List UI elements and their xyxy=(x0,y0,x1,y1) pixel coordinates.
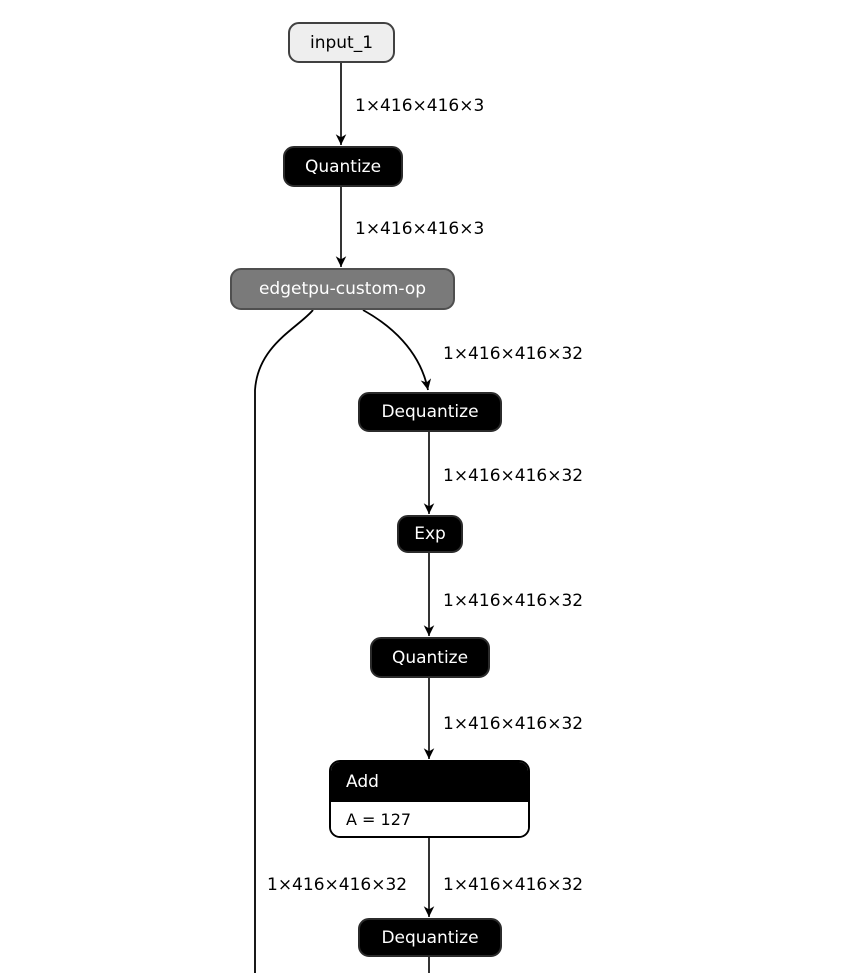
node-add[interactable]: Add A = 127 xyxy=(329,760,530,838)
node-add-attribute-text: A = 127 xyxy=(346,809,412,829)
edge-label-quantize2-to-add[interactable]: 1×416×416×32 xyxy=(443,714,584,734)
node-dequantize-1-label: Dequantize xyxy=(381,402,479,422)
edge-label-edgetpu-bypass[interactable]: 1×416×416×32 xyxy=(267,875,408,895)
node-exp[interactable]: Exp xyxy=(397,515,463,553)
node-exp-label: Exp xyxy=(414,524,446,544)
node-input-1[interactable]: input_1 xyxy=(288,22,395,63)
node-quantize-2[interactable]: Quantize xyxy=(370,637,490,678)
node-edgetpu-custom-op-label: edgetpu-custom-op xyxy=(258,279,427,299)
edge-label-edgetpu-to-dequantize[interactable]: 1×416×416×32 xyxy=(443,344,584,364)
node-dequantize-2-label: Dequantize xyxy=(381,927,479,948)
node-edgetpu-custom-op[interactable]: edgetpu-custom-op xyxy=(230,268,455,310)
node-dequantize-1[interactable]: Dequantize xyxy=(358,392,502,432)
node-input-1-label: input_1 xyxy=(309,32,374,53)
edge-label-input-to-quantize[interactable]: 1×416×416×3 xyxy=(355,96,485,116)
edge-edgetpu-to-dequantize xyxy=(362,309,432,391)
node-add-label: Add xyxy=(346,772,379,792)
node-dequantize-2[interactable]: Dequantize xyxy=(358,918,502,957)
node-quantize-1[interactable]: Quantize xyxy=(283,146,403,187)
node-quantize-1-label: Quantize xyxy=(304,156,382,177)
edge-label-add-to-dequantize2[interactable]: 1×416×416×32 xyxy=(443,875,584,895)
node-add-header[interactable]: Add xyxy=(331,762,528,802)
edge-label-exp-to-quantize2[interactable]: 1×416×416×32 xyxy=(443,591,584,611)
edge-label-dequantize-to-exp[interactable]: 1×416×416×32 xyxy=(443,466,584,486)
edge-label-quantize-to-edgetpu[interactable]: 1×416×416×3 xyxy=(355,219,485,239)
node-quantize-2-label: Quantize xyxy=(391,647,469,668)
node-add-attribute[interactable]: A = 127 xyxy=(331,802,528,836)
